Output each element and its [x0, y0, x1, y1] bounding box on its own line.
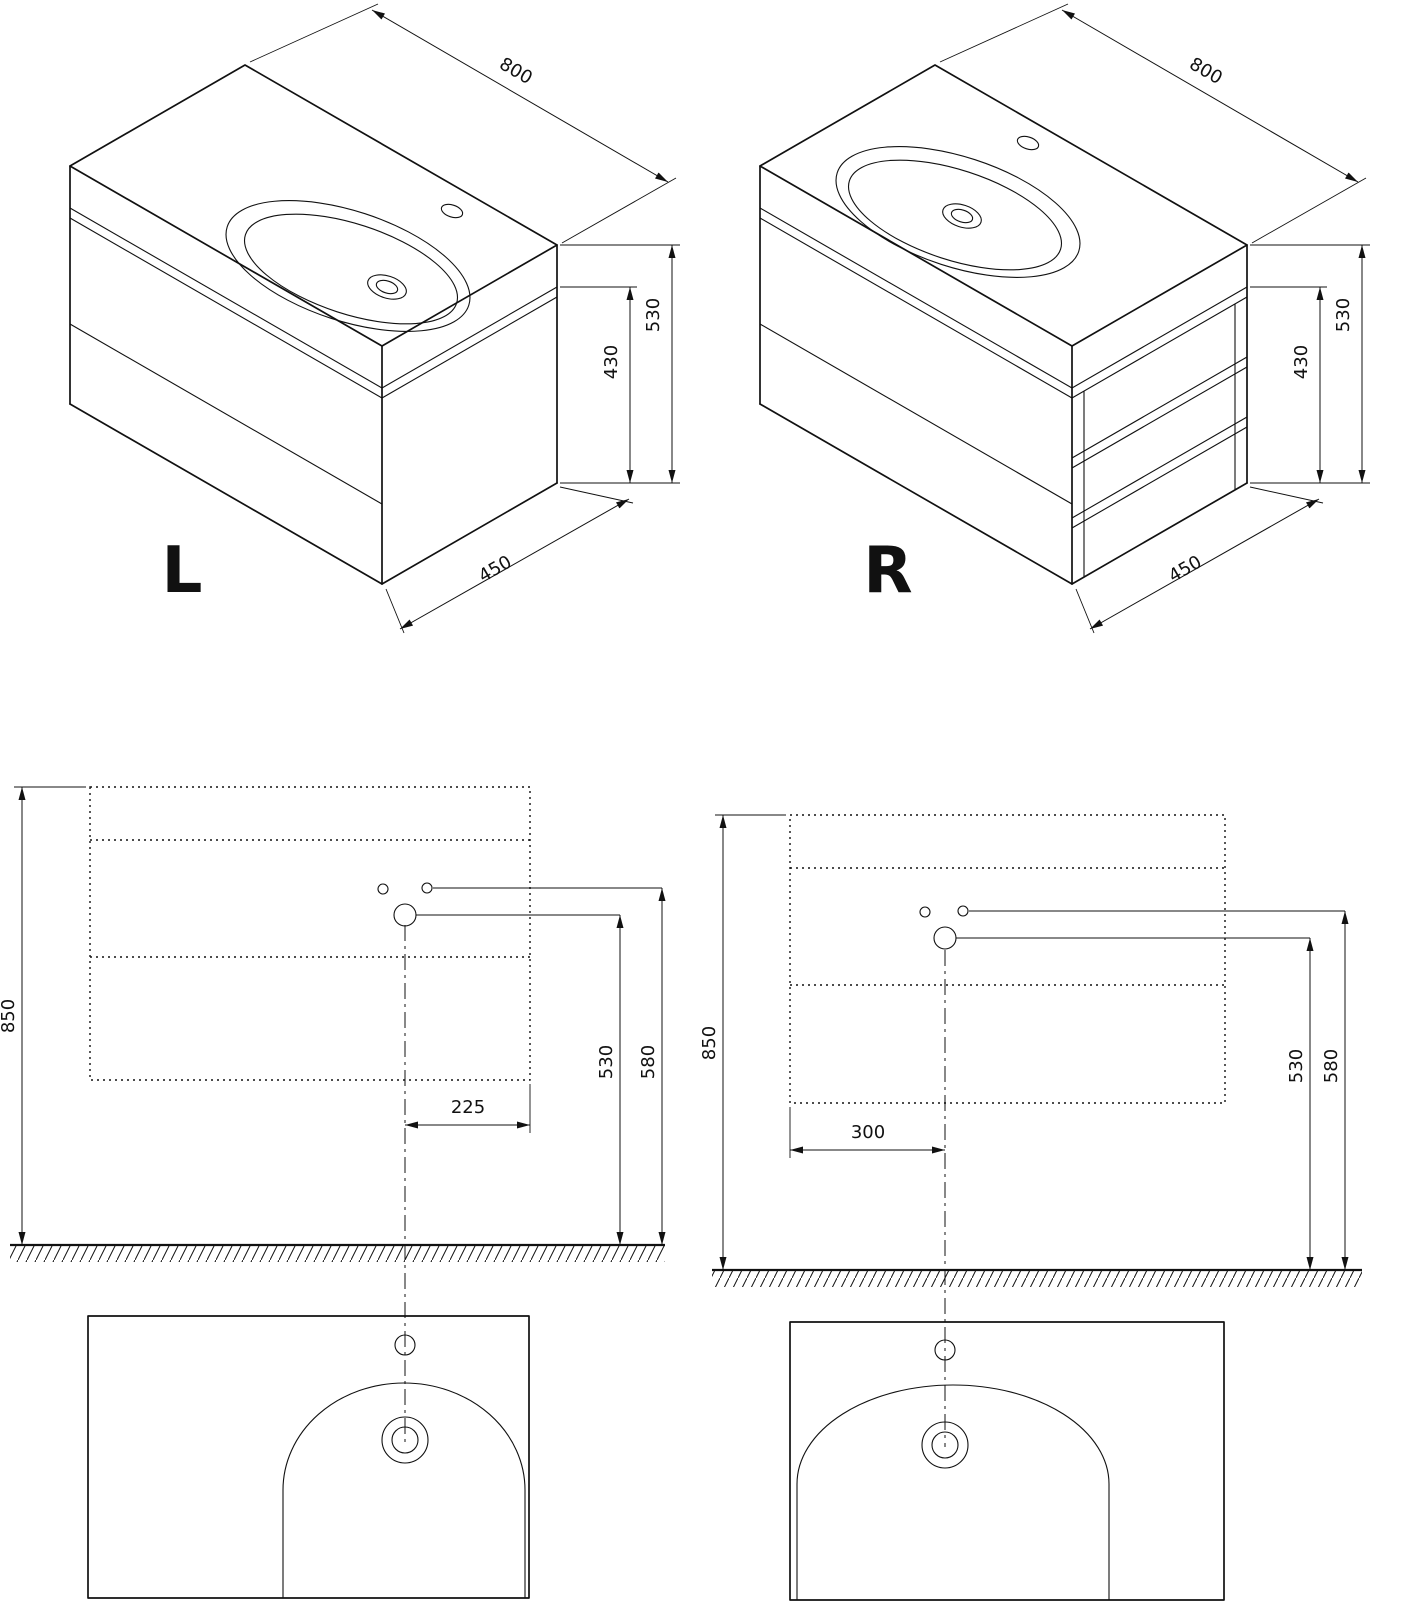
faucet-hole-icon — [394, 1334, 416, 1356]
basin-bowl-outline — [282, 1382, 526, 1598]
dim-label-center-offset-left: 225 — [451, 1097, 485, 1118]
front-elevation-left: 580 530 850 225 — [0, 786, 666, 1442]
dimension-center-offset-right: 300 — [789, 1107, 945, 1158]
dimension-supply-height-left: 580 — [638, 888, 666, 1245]
floor-right — [712, 1268, 1362, 1287]
dimension-drain-height-left: 530 — [596, 915, 624, 1245]
dimension-mount-height-left: 850 — [0, 786, 86, 1245]
open-shelves-right — [1071, 304, 1248, 577]
dim-label-drain-height-right: 530 — [1286, 1049, 1307, 1083]
dim-label-mount-height-right: 850 — [699, 1026, 720, 1060]
dimension-center-offset-left: 225 — [405, 1084, 531, 1133]
dimension-height-right: 530 430 — [1250, 244, 1370, 484]
cabinet-outline-hidden — [89, 786, 531, 1081]
dim-label-depth-right: 450 — [1165, 552, 1205, 587]
dim-label-supply-height-left: 580 — [638, 1045, 659, 1079]
variant-label-right: R — [863, 534, 912, 608]
cabinet-outline-hidden — [789, 814, 1226, 1104]
dimension-supply-height-right: 580 — [1321, 911, 1349, 1270]
dim-label-mount-height-left: 850 — [0, 999, 19, 1033]
drain-left — [381, 1416, 429, 1464]
floor-hatch — [712, 1271, 1362, 1287]
faucet-hole-icon — [1016, 135, 1040, 151]
dim-label-drain-height-left: 530 — [596, 1045, 617, 1079]
washbasin-left — [225, 200, 471, 332]
dim-label-center-offset-right: 300 — [851, 1122, 885, 1143]
drain-hole-icon — [942, 203, 982, 229]
countertop-outline — [87, 1315, 530, 1599]
dim-label-cabinet-height-left: 430 — [601, 345, 622, 379]
washbasin-right — [835, 135, 1081, 278]
dimension-width-right: 800 — [939, 3, 1367, 244]
top-view-left — [87, 1315, 530, 1599]
front-elevation-right: 580 530 850 300 — [699, 814, 1362, 1447]
cabinet-body-right — [759, 64, 1248, 585]
dim-label-total-height-left: 530 — [643, 298, 664, 332]
dim-label-total-height-right: 530 — [1333, 298, 1354, 332]
variant-label-left: L — [162, 534, 203, 608]
dimension-mount-height-right: 850 — [699, 814, 786, 1270]
dimension-drain-height-right: 530 — [1286, 938, 1314, 1270]
faucet-hole-icon — [440, 203, 464, 219]
dim-label-depth-left: 450 — [475, 552, 515, 587]
fitting-holes-right — [919, 905, 969, 950]
dim-label-width-left: 800 — [496, 54, 536, 89]
iso-view-left: 800 530 430 450 L — [69, 3, 680, 634]
faucet-hole-icon — [933, 926, 957, 950]
countertop-outline — [789, 1321, 1225, 1601]
dim-label-supply-height-right: 580 — [1321, 1049, 1342, 1083]
floor-left — [10, 1243, 665, 1262]
floor-hatch — [10, 1246, 665, 1262]
top-view-right — [789, 1321, 1225, 1601]
basin-bowl-outline — [796, 1384, 1110, 1600]
fitting-holes-left — [377, 882, 433, 927]
faucet-hole-icon — [393, 903, 417, 927]
dim-label-width-right: 800 — [1186, 54, 1226, 89]
faucet-hole-icon — [934, 1339, 956, 1361]
iso-view-right: 800 530 430 450 R — [759, 3, 1370, 634]
drain-hole-icon — [367, 274, 407, 300]
drain-right — [921, 1421, 969, 1469]
dimension-height-left: 530 430 — [560, 244, 680, 484]
cabinet-body-left — [69, 64, 558, 585]
dim-label-cabinet-height-right: 430 — [1291, 345, 1312, 379]
dimension-width-left: 800 — [249, 3, 677, 244]
